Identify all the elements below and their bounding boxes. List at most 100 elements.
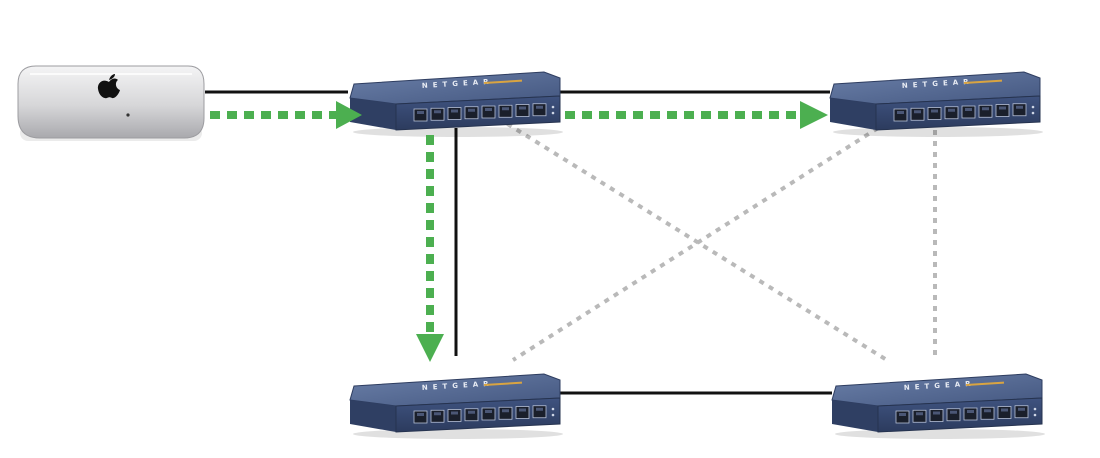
ethernet-port-icon [430,409,445,423]
apple-logo-icon [97,74,120,99]
port-contacts [434,412,441,416]
port-contacts [485,108,492,111]
switch-side [350,98,396,130]
port-contacts [434,110,441,114]
port-contacts [948,108,955,112]
port-contacts [899,413,906,416]
ethernet-port-icon [532,103,547,117]
blocked-links [496,116,937,364]
switch-stripe [964,79,1003,84]
ethernet-port-icon [498,104,513,118]
port-contacts [451,109,458,113]
arrow-head-icon [416,334,444,362]
ethernet-port-icon [464,408,479,422]
switch-side [830,98,876,130]
switch-side [350,400,396,432]
ethernet-port-icon [481,105,496,119]
port-contacts [982,107,989,111]
mac-mini-body [17,65,205,139]
port-contacts [967,410,974,413]
switch-4: NETGEAR [831,373,1045,439]
port-contacts [897,111,904,114]
switch-2: NETGEAR [829,71,1043,137]
ethernet-port-icon [995,104,1010,117]
status-led-icon [1031,105,1035,109]
port-contacts [965,108,972,111]
power-led-icon [126,113,130,117]
ethernet-port-icon [978,104,993,118]
ethernet-port-icon [464,106,479,120]
ethernet-port-icon [895,410,910,424]
switch-shadow [835,429,1045,439]
ethernet-port-icon [893,108,908,122]
ethernet-port-icon [515,104,530,117]
port-contacts [519,106,526,110]
ethernet-port-icon [997,406,1012,419]
port-contacts [451,411,458,415]
port-contacts [914,110,921,114]
ethernet-port-icon [963,407,978,421]
ethernet-port-icon [447,107,462,120]
blocked-link-switch1-switch4 [496,116,892,364]
ethernet-port-icon [413,410,428,424]
ethernet-port-icon [447,409,462,422]
port-contacts [933,411,940,415]
port-contacts [999,106,1006,110]
port-contacts [468,410,475,414]
port-contacts [931,109,938,113]
ethernet-port-icon [961,105,976,119]
ethernet-port-icon [1012,103,1027,117]
traffic-flows [210,101,828,362]
blocked-link-switch2-switch3 [511,126,880,362]
switch-shadow [833,127,1043,137]
switch-stripe [484,381,523,386]
switch-3: NETGEAR [349,373,563,439]
port-contacts [950,410,957,414]
ethernet-port-icon [946,408,961,422]
ethernet-port-icon [912,409,927,423]
port-contacts [916,412,923,416]
port-contacts [536,407,543,411]
port-contacts [984,409,991,413]
ethernet-port-icon [910,107,925,121]
status-led-icon [551,111,555,115]
ethernet-port-icon [413,108,428,122]
switch-shadow [353,127,563,137]
port-contacts [1001,408,1008,412]
mac-mini [17,65,205,141]
status-led-icon [1033,413,1037,417]
port-contacts [1016,105,1023,109]
port-contacts [468,108,475,112]
port-contacts [1018,407,1025,411]
ethernet-port-icon [515,406,530,419]
port-contacts [417,111,424,114]
port-contacts [417,413,424,416]
ethernet-port-icon [927,107,942,120]
switch-stripe [966,381,1005,386]
switch-shadow [353,429,563,439]
status-led-icon [551,413,555,417]
ethernet-port-icon [481,407,496,421]
status-led-icon [1033,407,1037,411]
status-led-icon [551,407,555,411]
port-contacts [519,408,526,412]
status-led-icon [1031,111,1035,115]
port-contacts [502,107,509,111]
ethernet-port-icon [944,106,959,120]
switch-side [832,400,878,432]
cable-links [205,90,832,395]
port-contacts [502,409,509,413]
ethernet-port-icon [532,405,547,419]
ethernet-port-icon [1014,405,1029,419]
port-contacts [485,410,492,413]
arrow-head-icon [800,101,828,129]
ethernet-port-icon [980,406,995,420]
ethernet-port-icon [498,406,513,420]
arrow-head-icon [336,101,362,129]
port-contacts [536,105,543,109]
ethernet-port-icon [929,409,944,422]
status-led-icon [551,105,555,109]
switch-stripe [484,79,523,84]
